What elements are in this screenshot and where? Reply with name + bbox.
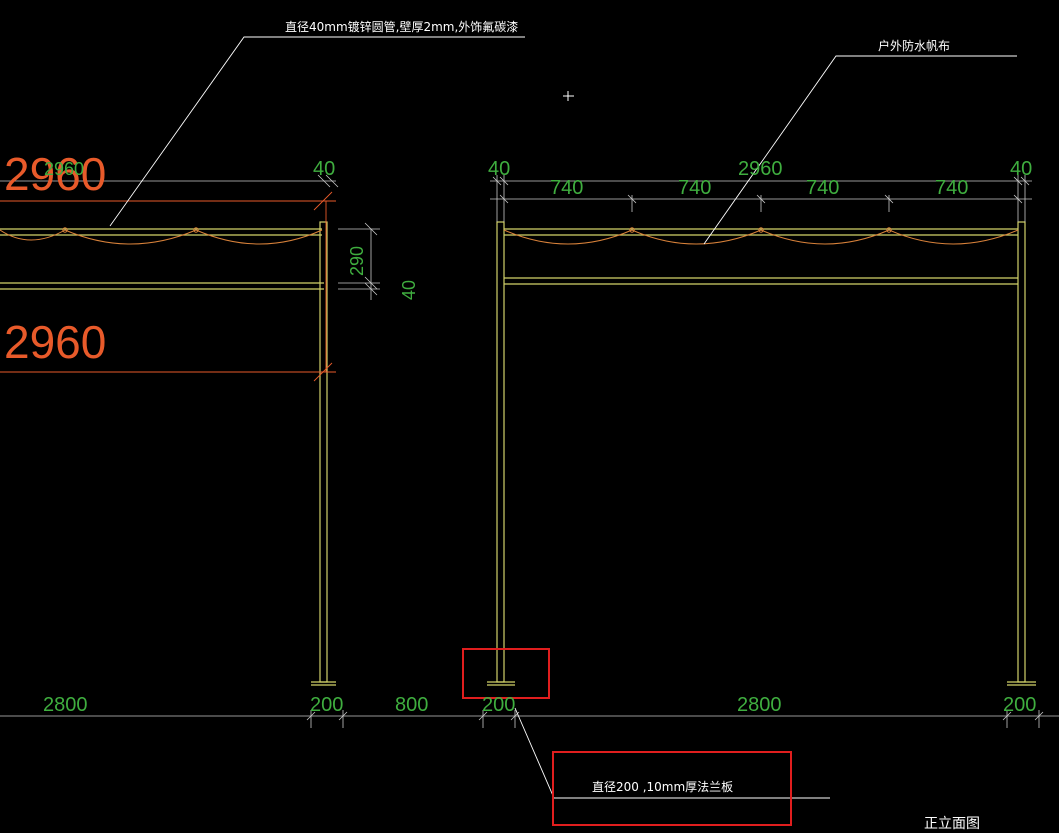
dim-bay-4: 740	[935, 177, 968, 199]
left-large-dimension-lines	[0, 191, 336, 382]
dim-left-large-top: 2960	[4, 148, 106, 200]
right-fabric-grommet-1	[629, 227, 635, 233]
dim-right-40-right: 40	[1010, 158, 1032, 180]
dim-bay-1: 740	[550, 177, 583, 199]
dim-left-top-40: 40	[313, 158, 335, 180]
flange-note: 直径200 ,10mm厚法兰板	[592, 780, 733, 794]
left-fabric-grommet-1	[62, 227, 68, 233]
right-dimension-lines	[490, 175, 1032, 222]
dim-left-small-top: 2960	[44, 159, 84, 179]
dim-bottom-200-b: 200	[482, 694, 515, 716]
right-frame	[487, 221, 1036, 686]
dim-bottom-200-c: 200	[1003, 694, 1036, 716]
left-fabric-curve	[0, 229, 323, 245]
left-dimension-lines	[0, 174, 380, 300]
fabric-note: 户外防水帆布	[878, 38, 950, 53]
left-frame	[0, 221, 336, 686]
flange-note-highlight-box[interactable]	[552, 751, 792, 826]
bottom-dimension-lines	[0, 710, 1059, 728]
dim-vertical-290: 290	[347, 246, 367, 276]
dim-bay-3: 740	[806, 177, 839, 199]
dim-bay-2: 740	[678, 177, 711, 199]
dim-bottom-200-a: 200	[310, 694, 343, 716]
dim-bottom-2800-left: 2800	[43, 694, 88, 716]
right-fabric-grommet-2	[758, 227, 764, 233]
dim-right-total: 2960	[738, 158, 783, 180]
dim-right-left-40: 40	[488, 158, 510, 180]
right-fabric-curve	[503, 229, 1019, 245]
view-title: 正立面图	[924, 816, 980, 832]
dim-bottom-800: 800	[395, 694, 428, 716]
leader-lines	[109, 36, 1017, 799]
dim-bottom-2800-right: 2800	[737, 694, 782, 716]
right-fabric-grommet-3	[886, 227, 892, 233]
left-fabric-grommet-2	[193, 227, 199, 233]
flange-highlight-box[interactable]	[462, 648, 550, 699]
pipe-note: 直径40mm镀锌圆管,壁厚2mm,外饰氟碳漆	[285, 19, 518, 34]
dim-left-large-bottom: 2960	[4, 316, 106, 368]
dim-vertical-40: 40	[399, 280, 419, 300]
crosshair-cursor-icon	[563, 91, 574, 101]
